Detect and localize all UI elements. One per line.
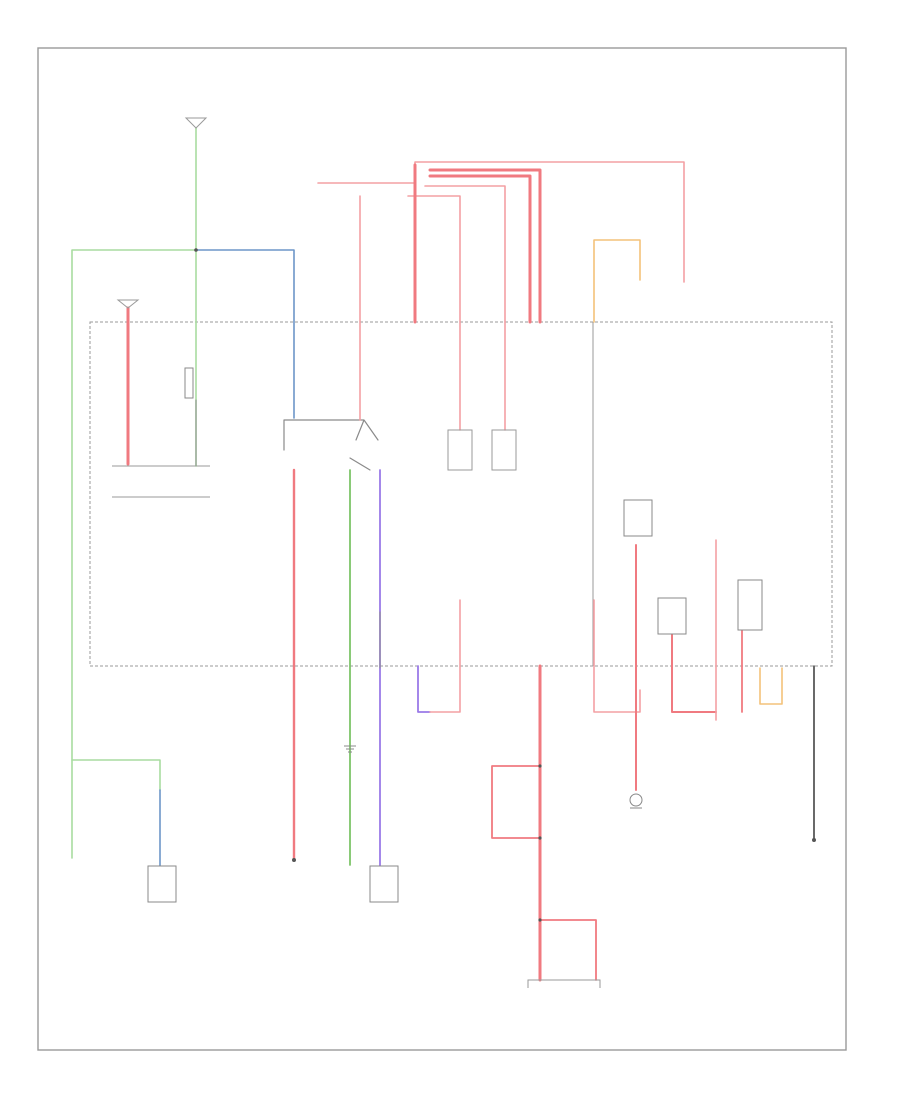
module-boundary xyxy=(89,321,833,667)
wire-blue-right xyxy=(195,249,295,419)
wire-green-left xyxy=(71,249,197,859)
wire-orange-right xyxy=(759,667,783,705)
bottom-component-left xyxy=(147,865,177,903)
wire-purple-u xyxy=(417,665,431,713)
wire-red-branch-1 xyxy=(491,765,541,839)
connector-dot xyxy=(538,918,542,922)
wire-red-branch-2 xyxy=(539,919,597,981)
top-connector-symbol xyxy=(184,117,208,129)
ground-symbol-center xyxy=(344,745,356,753)
relay-box-center-2 xyxy=(491,429,517,471)
sensor-box-2 xyxy=(657,597,687,635)
wire-switch-gray xyxy=(283,419,379,471)
sensor-box-1 xyxy=(623,499,653,537)
ground-symbol-right xyxy=(629,793,643,809)
wire-orange xyxy=(593,239,641,323)
wire-pink-u xyxy=(429,599,461,713)
connector-dot xyxy=(538,836,542,840)
wire-light-green-bottom xyxy=(71,759,161,791)
fuse-symbol-left xyxy=(116,299,140,309)
wire-pink-top xyxy=(317,161,685,283)
connector-dot xyxy=(292,858,296,862)
wire-red-heavy-3 xyxy=(428,168,542,324)
wire-group xyxy=(71,127,815,982)
component-group xyxy=(116,117,816,988)
wire-pink-right-1 xyxy=(593,599,641,713)
wire-pink-loop-b xyxy=(424,185,506,431)
bottom-connector xyxy=(527,979,601,988)
relay-box-center-1 xyxy=(447,429,473,471)
sensor-box-3 xyxy=(737,579,763,631)
wire-pink-loop-a xyxy=(407,195,461,431)
connector-dot xyxy=(812,838,816,842)
connector-dot xyxy=(194,248,198,252)
wire-red-right-3 xyxy=(671,633,717,713)
relay-coil xyxy=(184,367,194,399)
bottom-component-center xyxy=(369,865,399,903)
diagram-frame xyxy=(37,47,847,1051)
wire-red-heavy-2 xyxy=(428,174,532,324)
connector-dot xyxy=(538,764,542,768)
